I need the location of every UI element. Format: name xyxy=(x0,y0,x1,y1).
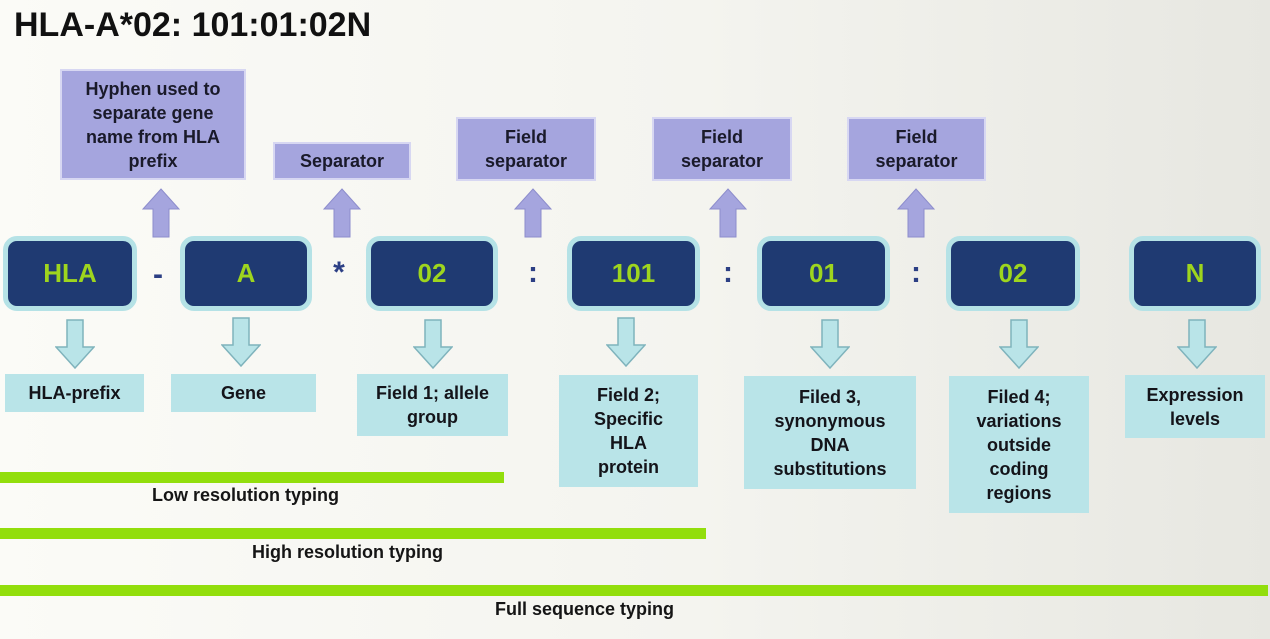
separator-asterisk: * xyxy=(333,256,345,289)
separator-box: Separator xyxy=(273,142,411,180)
down-arrow-icon xyxy=(55,319,95,369)
expression-levels-text: Expression levels xyxy=(1146,384,1244,429)
segment-gene: A xyxy=(180,236,312,311)
up-arrow-icon xyxy=(142,188,180,238)
down-arrow-icon xyxy=(810,319,850,369)
field-separator-box-1: Field separator xyxy=(456,117,596,181)
up-arrow-icon xyxy=(897,188,935,238)
field-3-text: Filed 3, synonymous DNA substitutions xyxy=(773,386,887,479)
field-separator-box-3: Field separator xyxy=(847,117,986,181)
separator-colon-3: : xyxy=(911,256,921,289)
down-arrow-icon xyxy=(606,317,646,367)
hyphen-explanation-text: Hyphen used to separate gene name from H… xyxy=(85,78,221,171)
hla-prefix-box: HLA-prefix xyxy=(5,374,144,412)
field-2-box: Field 2; Specific HLA protein xyxy=(559,375,698,487)
up-arrow-icon xyxy=(323,188,361,238)
segment-gene-text: A xyxy=(236,258,256,288)
down-arrow-icon xyxy=(1177,319,1217,369)
segment-suffix: N xyxy=(1129,236,1261,311)
down-arrow-icon xyxy=(221,317,261,367)
field-1-box: Field 1; allele group xyxy=(357,374,508,436)
hla-prefix-text: HLA-prefix xyxy=(28,383,121,403)
high-resolution-bar xyxy=(0,528,706,539)
segment-field-2-text: 101 xyxy=(611,258,656,288)
segment-field-1-text: 02 xyxy=(417,258,447,288)
segment-field-2: 101 xyxy=(567,236,700,311)
diagram-title: HLA-A*02: 101:01:02N xyxy=(14,6,372,44)
up-arrow-icon xyxy=(514,188,552,238)
field-separator-text-2: Field separator xyxy=(680,127,764,171)
segment-field-4-text: 02 xyxy=(998,258,1028,288)
low-resolution-label: Low resolution typing xyxy=(152,485,339,505)
high-resolution-label: High resolution typing xyxy=(252,542,443,562)
field-2-text: Field 2; Specific HLA protein xyxy=(593,385,664,477)
full-sequence-bar xyxy=(0,585,1268,596)
down-arrow-icon xyxy=(413,319,453,369)
separator-text: Separator xyxy=(299,151,385,171)
gene-box: Gene xyxy=(171,374,316,412)
field-separator-box-2: Field separator xyxy=(652,117,792,181)
separator-hyphen: - xyxy=(153,258,163,291)
segment-field-4: 02 xyxy=(946,236,1080,311)
segment-field-3: 01 xyxy=(757,236,890,311)
segment-hla: HLA xyxy=(3,236,137,311)
separator-colon-2: : xyxy=(723,256,733,289)
field-1-text: Field 1; allele group xyxy=(375,383,490,427)
segment-field-1: 02 xyxy=(366,236,498,311)
segment-field-3-text: 01 xyxy=(809,258,838,288)
down-arrow-icon xyxy=(999,319,1039,369)
up-arrow-icon xyxy=(709,188,747,238)
field-separator-text-1: Field separator xyxy=(484,127,568,171)
separator-colon-1: : xyxy=(528,256,538,289)
full-sequence-label: Full sequence typing xyxy=(495,599,675,619)
gene-text: Gene xyxy=(220,383,267,403)
low-resolution-bar xyxy=(0,472,504,483)
expression-levels-box: Expression levels xyxy=(1125,375,1265,438)
segment-hla-text: HLA xyxy=(43,258,97,288)
hyphen-explanation-box: Hyphen used to separate gene name from H… xyxy=(60,69,246,180)
field-4-text: Filed 4; variations outside coding regio… xyxy=(976,386,1062,503)
segment-suffix-text: N xyxy=(1185,258,1205,288)
field-3-box: Filed 3, synonymous DNA substitutions xyxy=(744,376,916,489)
field-separator-text-3: Field separator xyxy=(875,127,958,171)
field-4-box: Filed 4; variations outside coding regio… xyxy=(949,376,1089,513)
